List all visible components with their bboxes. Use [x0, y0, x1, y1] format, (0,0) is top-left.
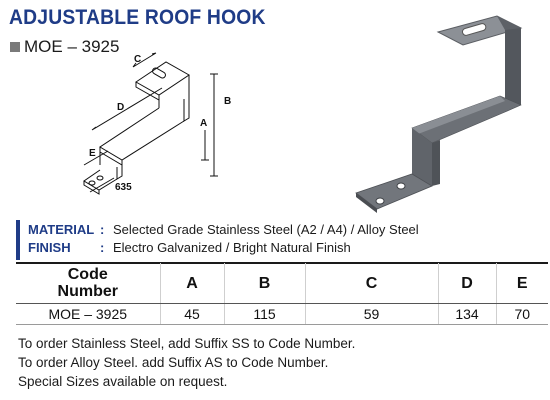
note-special-sizes: Special Sizes available on request.: [18, 374, 228, 389]
spec-value-material: Selected Grade Stainless Steel (A2 / A4)…: [113, 222, 419, 237]
dim-line-b: [210, 73, 218, 177]
drawing-foot: [83, 169, 118, 195]
product-code: MOE – 3925: [10, 37, 119, 57]
table-header-row: Code Number A B C D E: [16, 263, 548, 304]
spec-row-finish: FINISH : Electro Galvanized / Bright Nat…: [28, 239, 448, 257]
photo-foot-edge: [356, 193, 377, 213]
order-notes: To order Stainless Steel, add Suffix SS …: [18, 334, 355, 391]
dim-label-c: C: [134, 54, 141, 65]
drawing-middle-arm: [99, 107, 185, 166]
table-cell-c: 59: [304, 303, 438, 325]
product-photo: [355, 15, 523, 213]
spec-colon-finish: :: [100, 240, 105, 255]
table-header-b: B: [223, 263, 305, 304]
drawing-lower-leg: [99, 152, 123, 180]
dim-line-e: [83, 150, 109, 166]
dim-line-c: [132, 52, 157, 68]
spec-value-finish: Electro Galvanized / Bright Natural Fini…: [113, 240, 351, 255]
square-bullet-icon: [10, 42, 20, 52]
dimension-table: Code Number A B C D E MOE – 3925 45 115 …: [16, 263, 548, 325]
table-cell-b: 115: [223, 303, 305, 325]
dim-line-width: [89, 177, 115, 193]
dim-label-e: E: [89, 148, 96, 159]
drawing-top-slot: [152, 67, 166, 79]
photo-upper-leg-face: [505, 28, 521, 112]
photo-lower-leg: [412, 128, 432, 186]
spec-colon-material: :: [100, 222, 105, 237]
photo-arm-top: [412, 96, 505, 134]
hook-drawings: C D B A E 635: [83, 15, 523, 213]
note-alloy: To order Alloy Steel. add Suffix AS to C…: [18, 355, 329, 370]
table-header-d: D: [437, 263, 496, 304]
spec-key-finish: FINISH: [28, 240, 71, 255]
table-cell-d: 134: [437, 303, 496, 325]
table-header-a: A: [159, 263, 224, 304]
table-header-c: C: [304, 263, 438, 304]
drawing-foot-hole-2: [88, 180, 96, 186]
table-cell-e: 70: [495, 303, 548, 325]
table-cell-code: MOE – 3925: [16, 303, 160, 325]
product-code-text: MOE – 3925: [24, 37, 120, 56]
drawing-upper-leg: [158, 75, 190, 122]
drawing-top-plate-edge: [135, 82, 160, 101]
spec-key-material: MATERIAL: [28, 222, 95, 237]
photo-top-slot: [461, 23, 487, 36]
spec-accent-bar: [16, 220, 20, 260]
note-stainless: To order Stainless Steel, add Suffix SS …: [18, 336, 356, 351]
dim-label-d: D: [117, 102, 124, 113]
photo-foot-hole-2: [375, 197, 385, 205]
spec-row-material: MATERIAL : Selected Grade Stainless Stee…: [28, 221, 448, 239]
dim-label-b: B: [224, 96, 231, 107]
drawing-foot-hole-1: [96, 175, 104, 181]
technical-drawing: [83, 52, 218, 195]
table-cell-a: 45: [159, 303, 224, 325]
photo-foot-hole-1: [396, 182, 406, 190]
page-title: ADJUSTABLE ROOF HOOK: [9, 6, 266, 29]
photo-lower-leg-front: [432, 140, 440, 186]
dim-line-a: [201, 130, 209, 161]
dim-label-a: A: [200, 118, 207, 129]
table-header-code: Code Number: [16, 263, 160, 304]
dim-label-width: 635: [115, 182, 132, 193]
table-row: MOE – 3925 45 115 59 134 70: [16, 303, 548, 325]
photo-middle-arm: [411, 95, 522, 144]
dim-line-d: [91, 87, 163, 131]
table-header-e: E: [495, 263, 548, 304]
